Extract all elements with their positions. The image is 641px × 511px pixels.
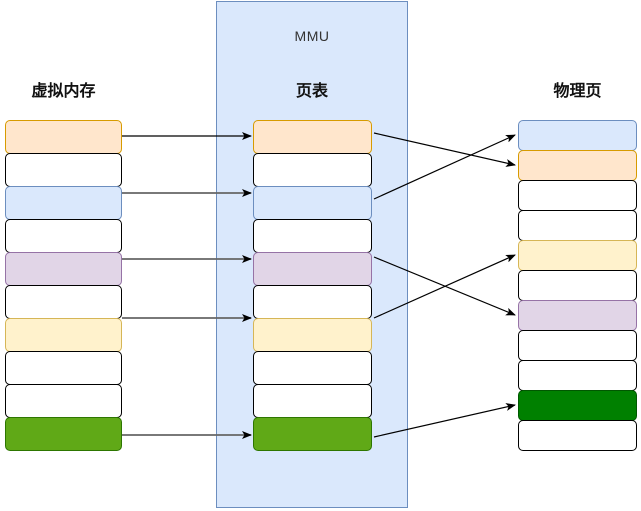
virtual-memory-cell-7-empty-page[interactable] bbox=[5, 351, 122, 385]
page-table-cell-1-empty-entry[interactable] bbox=[253, 153, 372, 187]
physical-page-cell-8-free-frame[interactable] bbox=[518, 360, 637, 391]
physical-page-cell-1-orange-frame[interactable] bbox=[518, 150, 637, 181]
virtual-memory-cell-5-empty-page[interactable] bbox=[5, 285, 122, 319]
page-table-title: 页表 bbox=[295, 83, 328, 100]
virtual-memory-column bbox=[5, 120, 122, 451]
page-table-column bbox=[253, 120, 372, 451]
virtual-memory-cell-3-empty-page[interactable] bbox=[5, 219, 122, 253]
virtual-memory-cell-1-empty-page[interactable] bbox=[5, 153, 122, 187]
virtual-memory-cell-0-orange-page[interactable] bbox=[5, 120, 122, 154]
physical-page-cell-5-free-frame[interactable] bbox=[518, 270, 637, 301]
page-table-cell-3-empty-entry[interactable] bbox=[253, 219, 372, 253]
virtual-memory-cell-8-empty-page[interactable] bbox=[5, 384, 122, 418]
physical-page-cell-9-darkgreen-frame[interactable] bbox=[518, 390, 637, 421]
physical-page-cell-0-blue-frame[interactable] bbox=[518, 120, 637, 151]
virtual-memory-cell-6-yellow-page[interactable] bbox=[5, 318, 122, 352]
virtual-memory-title: 虚拟内存 bbox=[31, 83, 96, 100]
physical-page-cell-2-free-frame[interactable] bbox=[518, 180, 637, 211]
physical-page-cell-10-free-frame[interactable] bbox=[518, 420, 637, 451]
page-table-cell-4-purple-entry[interactable] bbox=[253, 252, 372, 286]
page-table-cell-5-empty-entry[interactable] bbox=[253, 285, 372, 319]
physical-pages-column bbox=[518, 120, 637, 451]
page-table-cell-8-empty-entry[interactable] bbox=[253, 384, 372, 418]
virtual-memory-cell-4-purple-page[interactable] bbox=[5, 252, 122, 286]
page-table-cell-6-yellow-entry[interactable] bbox=[253, 318, 372, 352]
page-table-cell-7-empty-entry[interactable] bbox=[253, 351, 372, 385]
page-table-cell-0-orange-entry[interactable] bbox=[253, 120, 372, 154]
physical-page-cell-6-purple-frame[interactable] bbox=[518, 300, 637, 331]
mmu-label: MMU bbox=[294, 28, 330, 44]
page-table-cell-2-blue-entry[interactable] bbox=[253, 186, 372, 220]
physical-pages-title: 物理页 bbox=[553, 83, 602, 100]
physical-page-cell-7-free-frame[interactable] bbox=[518, 330, 637, 361]
physical-page-cell-3-free-frame[interactable] bbox=[518, 210, 637, 241]
virtual-memory-cell-2-blue-page[interactable] bbox=[5, 186, 122, 220]
page-table-cell-9-green-entry[interactable] bbox=[253, 417, 372, 451]
physical-page-cell-4-yellow-frame[interactable] bbox=[518, 240, 637, 271]
virtual-memory-cell-9-green-page[interactable] bbox=[5, 417, 122, 451]
